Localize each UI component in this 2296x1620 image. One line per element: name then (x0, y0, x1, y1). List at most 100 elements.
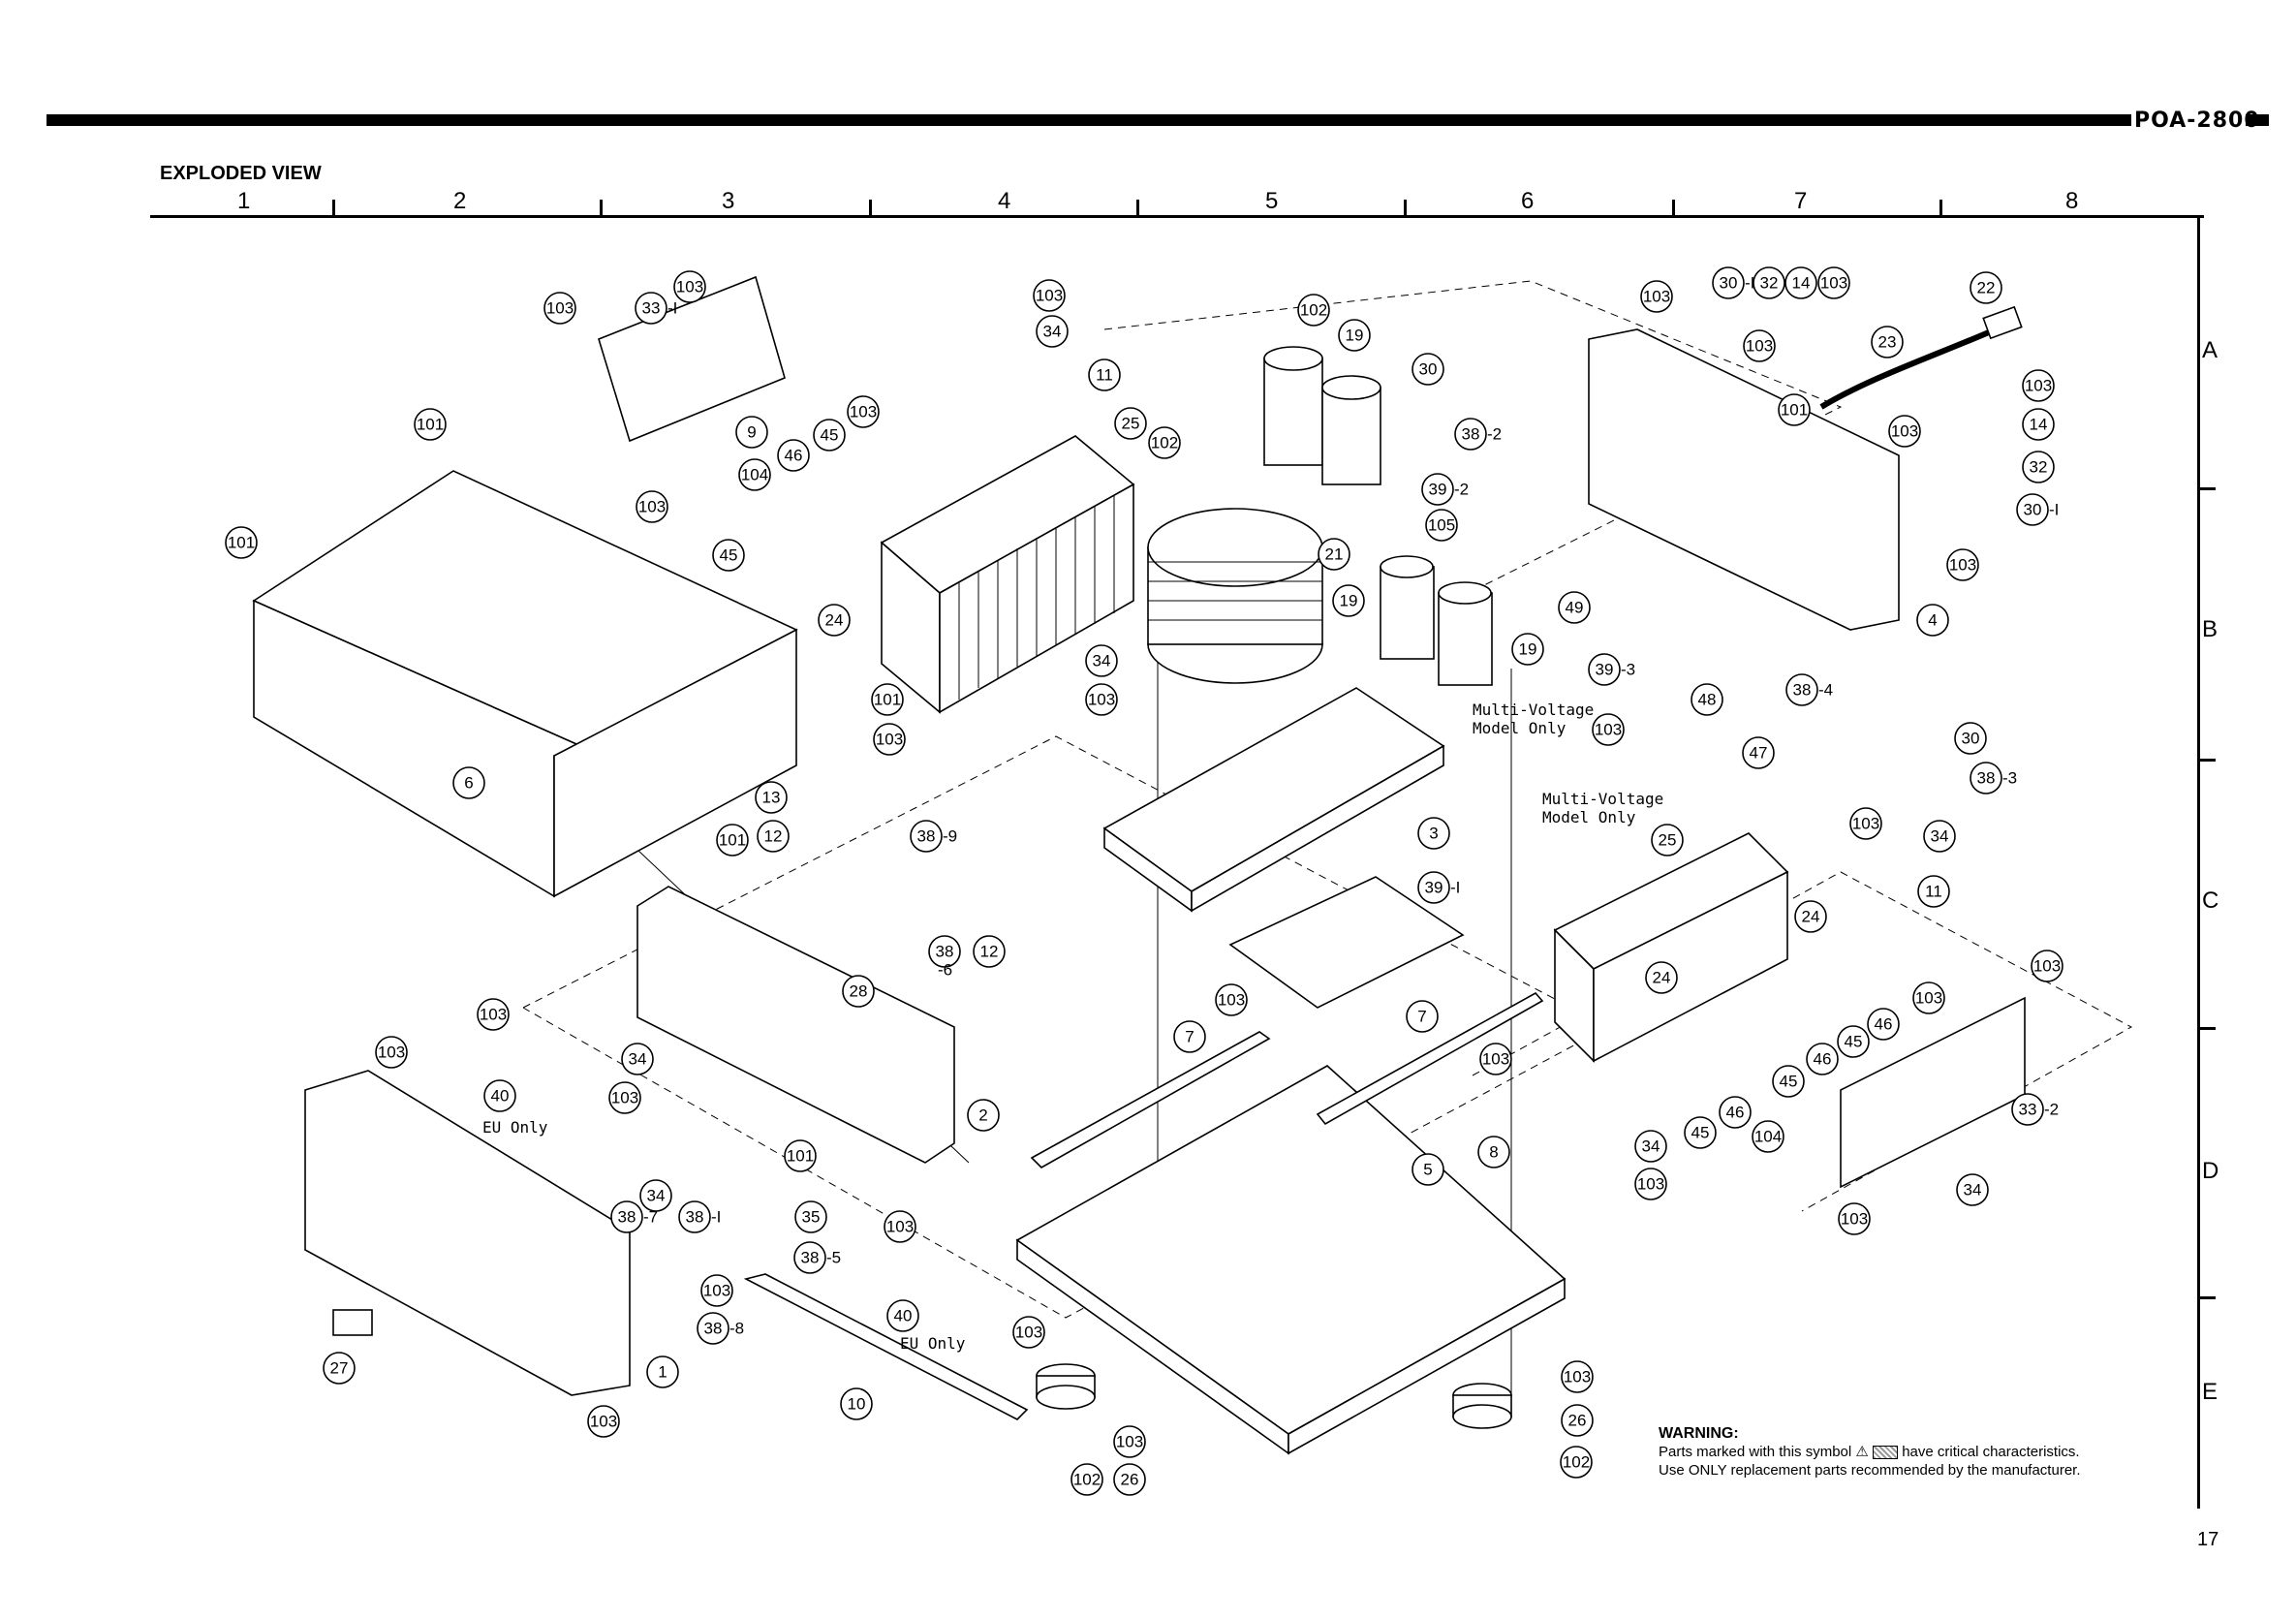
callout-103: 103 (1746, 337, 1773, 356)
grid-col-4: 4 (998, 188, 1011, 214)
callout-11: 11 (1917, 875, 1950, 908)
callout-102: 102 (1563, 1453, 1590, 1472)
power-transformer-part (1147, 508, 1323, 684)
callout-45: 45 (1845, 1033, 1863, 1051)
callout-103: 103 (1643, 288, 1670, 306)
callout-103: 103 (1949, 556, 1976, 575)
callout-34: 34 (1085, 644, 1118, 677)
callout-38: 38 (928, 935, 961, 968)
callout-101: 101 (719, 831, 746, 850)
callout-102: 102 (1151, 434, 1178, 452)
callout-32: 32 (2022, 451, 2055, 483)
callout-4: 4 (1916, 604, 1949, 637)
callout-14: 14 (2022, 408, 2055, 441)
model-name: POA-2800 (2134, 109, 2260, 133)
callout-103: 103 (1838, 1202, 1871, 1235)
suffix-38-2: -2 (1487, 425, 1502, 444)
main-board-part (1228, 876, 1465, 1009)
callout-103: 103 (1592, 713, 1625, 746)
callout-14: 14 (1784, 266, 1817, 299)
callout-103: 103 (1634, 1168, 1667, 1200)
callout-40: 40 (886, 1299, 919, 1332)
callout-103: 103 (1849, 807, 1882, 840)
callout-45: 45 (1691, 1124, 1710, 1142)
callout-40: 40 (491, 1087, 510, 1106)
callout-38: 38 (704, 1320, 723, 1338)
callout-45: 45 (1837, 1025, 1870, 1058)
callout-38: 38 (1970, 762, 2002, 794)
callout-101: 101 (871, 683, 904, 716)
callout-12: 12 (973, 935, 1006, 968)
callout-25: 25 (1659, 831, 1677, 850)
capacitor-pair-middle-part (1380, 555, 1493, 686)
callout-7: 7 (1173, 1020, 1206, 1053)
side-rails-part (1030, 991, 1544, 1168)
callout-32: 32 (1753, 266, 1785, 299)
header-end-block (2246, 114, 2269, 126)
note-eu-only-1: EU Only (482, 1118, 548, 1137)
callout-103: 103 (2022, 369, 2055, 402)
callout-34: 34 (1931, 827, 1949, 846)
callout-103: 103 (873, 723, 906, 756)
callout-26: 26 (1121, 1471, 1139, 1489)
callout-34: 34 (1956, 1173, 1989, 1206)
grid-col-divider (1939, 200, 1942, 216)
callout-39: 39 (1588, 653, 1621, 686)
callout-5: 5 (1423, 1161, 1432, 1179)
note-model-only-1: Model Only (1473, 719, 1567, 737)
callout-7: 7 (1417, 1008, 1426, 1026)
grid-col-divider (1136, 200, 1139, 216)
callout-105: 105 (1425, 509, 1458, 542)
callout-103: 103 (1852, 815, 1879, 833)
callout-101: 101 (874, 691, 901, 709)
callout-33: 33 (635, 292, 667, 325)
callout-1: 1 (658, 1363, 667, 1382)
callout-103: 103 (1012, 1316, 1045, 1349)
callout-46: 46 (1806, 1043, 1839, 1075)
callout-103: 103 (2033, 957, 2061, 976)
callout-101: 101 (228, 534, 255, 552)
callout-103: 103 (847, 395, 880, 428)
callout-24: 24 (1653, 969, 1671, 987)
note-multi-voltage-2: Multi-Voltage (1542, 790, 1663, 808)
suffix-38-6: -6 (938, 961, 952, 980)
warning-triangle-icon: ⚠ (1855, 1444, 1869, 1460)
callout-1: 1 (646, 1355, 679, 1388)
callout-34: 34 (1043, 323, 1062, 341)
callout-34: 34 (1923, 820, 1956, 853)
callout-103: 103 (1088, 691, 1115, 709)
callout-33: 33 (642, 299, 661, 318)
callout-103: 103 (2031, 950, 2063, 982)
callout-38: 38 (793, 1241, 826, 1274)
callout-39: 39 (1596, 661, 1614, 679)
grid-col-divider (869, 200, 872, 216)
callout-24: 24 (825, 611, 844, 630)
side-board-part (598, 275, 786, 443)
callout-101: 101 (414, 408, 447, 441)
suffix-33-2: -2 (2044, 1101, 2059, 1119)
callout-45: 45 (1780, 1073, 1798, 1091)
callout-46: 46 (1726, 1104, 1745, 1122)
callout-33: 33 (2011, 1093, 2044, 1126)
warning-line-2: Use ONLY replacement parts recommended b… (1659, 1462, 2081, 1479)
suffix-39-2: -2 (1454, 481, 1469, 499)
callout-47: 47 (1742, 736, 1775, 769)
warning-line-1: Parts marked with this symbol ⚠ have cri… (1659, 1443, 2081, 1461)
suffix-38-5: -5 (826, 1249, 841, 1267)
callout-45: 45 (821, 426, 839, 445)
callout-103: 103 (587, 1405, 620, 1438)
heatsink-left-part (880, 435, 1135, 714)
chassis-plate-part (1102, 687, 1445, 913)
callout-103: 103 (1640, 280, 1673, 313)
callout-103: 103 (543, 292, 576, 325)
callout-25: 25 (1651, 824, 1684, 857)
callout-102: 102 (1297, 294, 1330, 327)
callout-46: 46 (785, 447, 803, 465)
callout-5: 5 (1412, 1153, 1444, 1186)
callout-33: 33 (2019, 1101, 2037, 1119)
callout-103: 103 (1637, 1175, 1664, 1194)
power-button-part (332, 1309, 373, 1336)
grid-col-divider (600, 200, 603, 216)
callout-39: 39 (1425, 879, 1443, 897)
